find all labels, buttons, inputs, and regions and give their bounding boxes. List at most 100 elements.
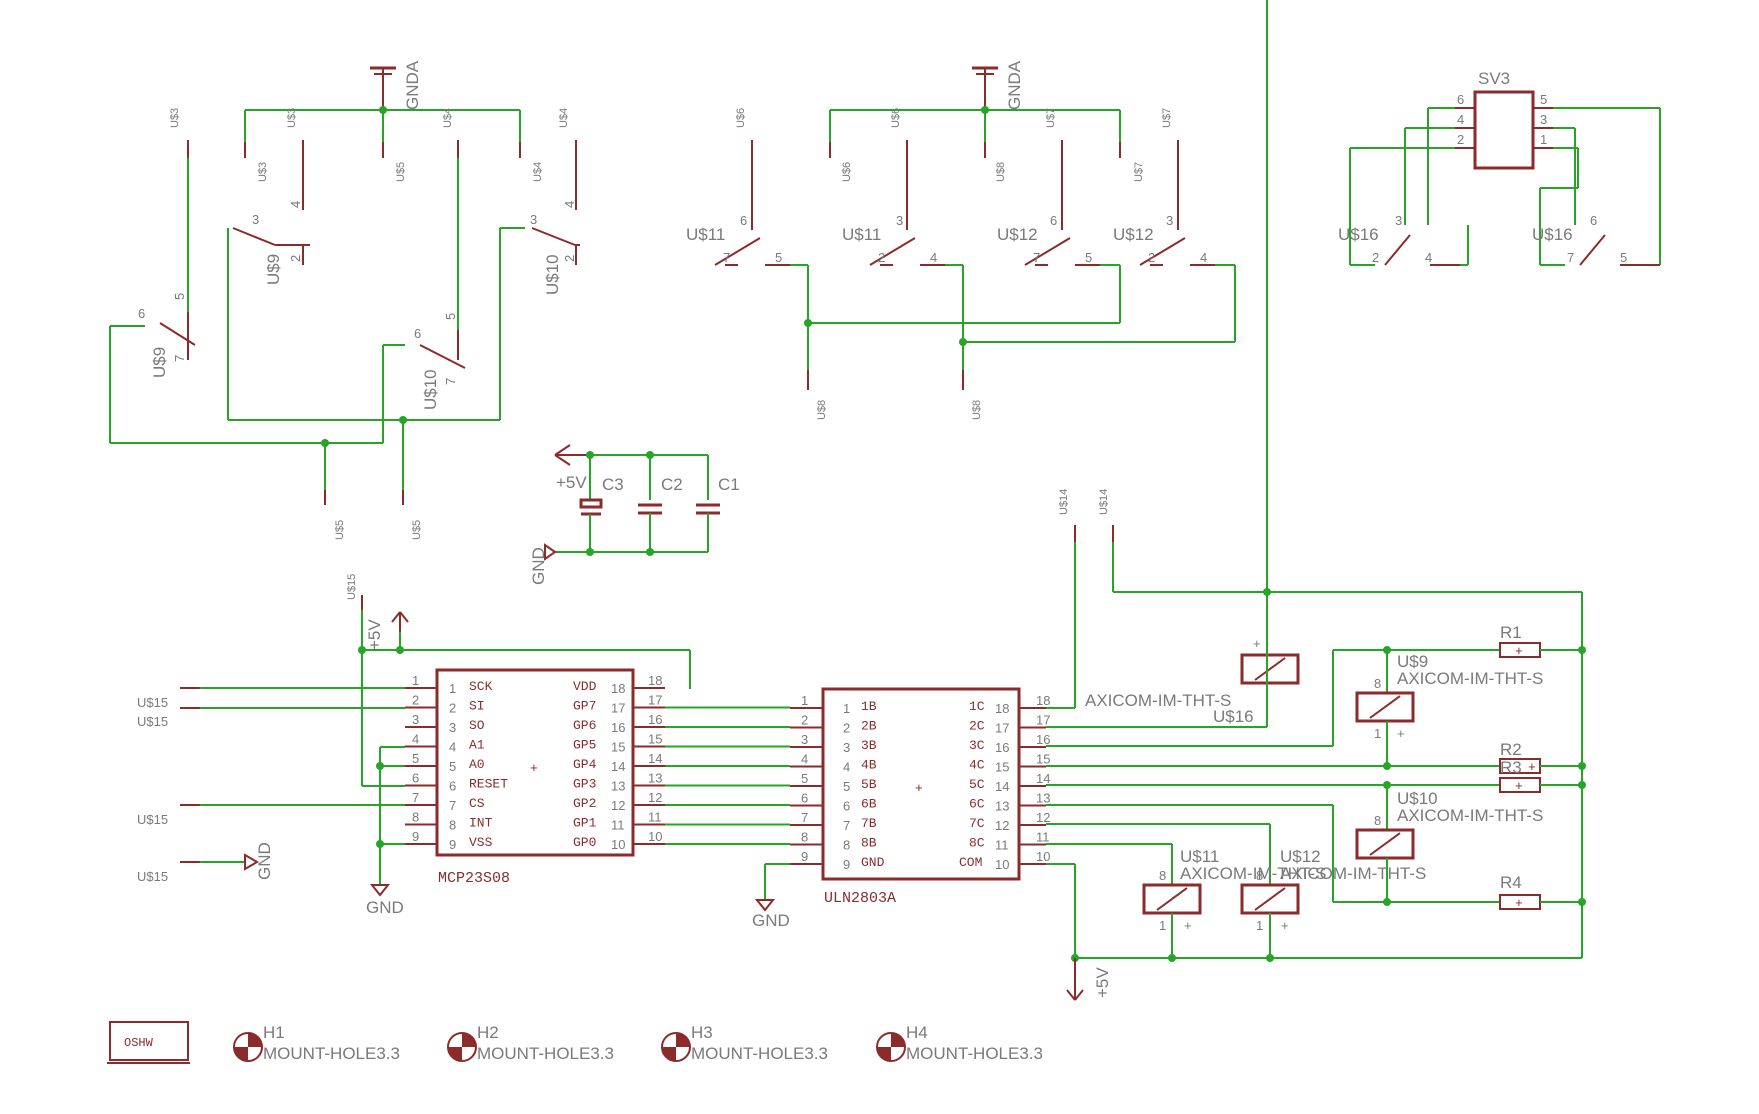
ref-u8-c: U$8 <box>971 400 983 420</box>
u10-relay-label: U$10 <box>1397 789 1438 808</box>
mount-hole-name-3: H3 <box>691 1023 713 1042</box>
relay-type-u16: AXICOM-IM-THT-S <box>1085 691 1231 710</box>
mcp-pin-name-vdd: VDD <box>573 679 597 694</box>
uln-pin-name-6c: 6C <box>969 797 985 812</box>
mcp-name: MCP23S08 <box>438 870 510 887</box>
mcp-pin-num-r10: 10 <box>648 829 662 844</box>
oshw-label: OSHW <box>124 1036 154 1050</box>
uln-pin-numin-r16: 16 <box>995 740 1009 755</box>
svg-text:8: 8 <box>1256 868 1263 883</box>
mcp-pin-numin-l1: 1 <box>449 681 456 696</box>
uln-pin-num-r16: 16 <box>1036 732 1050 747</box>
svg-text:2: 2 <box>1457 132 1464 147</box>
switch-u11-b: 3 2 4 U$11 <box>842 213 945 266</box>
mcp-pin-num-l2: 2 <box>412 693 419 708</box>
uln-pin-num-r11: 11 <box>1036 830 1050 845</box>
u14-label-a: U$14 <box>1058 489 1070 515</box>
uln-pin-numin-r14: 14 <box>995 779 1009 794</box>
mcp-pin-numin-l8: 8 <box>449 818 456 833</box>
relay-type-u9: AXICOM-IM-THT-S <box>1397 669 1543 688</box>
uln-pin-num-l5: 5 <box>801 771 808 786</box>
mcp-pin-name-gp5: GP5 <box>573 738 596 753</box>
mcp23s08-chip: MCP23S08 + <box>435 668 635 887</box>
svg-text:+: + <box>530 761 538 776</box>
switch-block-middle: GNDA U$6 U$6 U$7 U$7 U$6 U$8 U$7 6 7 5 U… <box>686 60 1236 420</box>
ref-u7-c: U$7 <box>1133 162 1145 182</box>
uln2803a-chip: ULN2803A + <box>821 687 1021 907</box>
svg-text:1: 1 <box>1256 918 1263 933</box>
mcp-pin-name-int: INT <box>469 816 493 831</box>
u9-label-upper: U$9 <box>264 254 283 285</box>
mcp-pin-name-vss: VSS <box>469 835 493 850</box>
u15-label-3: U$15 <box>137 812 168 827</box>
mcp-pin-name-reset: RESET <box>469 777 508 792</box>
relay-type-u12: AXICOM-IM-THT-S <box>1280 864 1426 883</box>
mcp-pin-num-r14: 14 <box>648 751 662 766</box>
u10-label-upper: U$10 <box>543 254 562 295</box>
uln-pin-name-7c: 7C <box>969 816 985 831</box>
mcp-pin-name-gp3: GP3 <box>573 777 596 792</box>
ref-u4-a: U$4 <box>442 108 454 128</box>
mcp-pin-num-r15: 15 <box>648 732 662 747</box>
mount-hole-q2-2 <box>448 1047 462 1061</box>
mcp-pin-name-sck: SCK <box>469 679 493 694</box>
uln-wiring: GND <box>752 863 790 930</box>
uln-pin-name-2c: 2C <box>969 719 985 734</box>
svg-text:4: 4 <box>288 201 303 208</box>
uln-pin-numin-l2: 2 <box>843 721 850 736</box>
svg-text:6: 6 <box>740 213 747 228</box>
ref-u5-b: U$5 <box>334 520 346 540</box>
mcp-pin-numin-l7: 7 <box>449 798 456 813</box>
uln-pin-name-7b: 7B <box>861 816 877 831</box>
uln-pin-numin-r15: 15 <box>995 760 1009 775</box>
svg-text:2: 2 <box>878 250 885 265</box>
u16-label-a: U$16 <box>1338 225 1379 244</box>
mount-hole-value-2: MOUNT-HOLE3.3 <box>477 1044 614 1063</box>
mcp-pin-numin-r16: 16 <box>611 720 625 735</box>
uln-pin-numin-l7: 7 <box>843 818 850 833</box>
mount-hole-name-1: H1 <box>263 1023 285 1042</box>
svg-text:4: 4 <box>930 250 937 265</box>
mcp-pin-name-gp1: GP1 <box>573 816 597 831</box>
mcp-pin-name-si: SI <box>469 699 485 714</box>
mount-hole-q1-1 <box>248 1033 262 1047</box>
svg-text:8: 8 <box>1374 676 1381 691</box>
svg-text:5: 5 <box>172 293 187 300</box>
uln-pin-num-r12: 12 <box>1036 810 1050 825</box>
uln-name: ULN2803A <box>824 890 896 907</box>
uln-pin-name-5b: 5B <box>861 777 877 792</box>
svg-text:1: 1 <box>1374 726 1381 741</box>
gnda-label-2: GNDA <box>1005 60 1024 110</box>
svg-text:3: 3 <box>530 212 537 227</box>
svg-text:7: 7 <box>1567 250 1574 265</box>
oshw-logo: OSHW <box>107 1021 190 1064</box>
svg-text:6: 6 <box>1050 213 1057 228</box>
u12-label-a: U$12 <box>997 225 1038 244</box>
uln-pin-numin-l9: 9 <box>843 857 850 872</box>
sv3-header-block: SV3 6 4 2 5 3 1 3 2 4 U$16 <box>1338 69 1661 266</box>
mount-hole-q1-2 <box>462 1033 476 1047</box>
svg-text:1: 1 <box>1159 918 1166 933</box>
uln-pin-num-l6: 6 <box>801 791 808 806</box>
uln-pin-name-1c: 1C <box>969 699 985 714</box>
uln-pin-numin-l6: 6 <box>843 799 850 814</box>
mcp-pin-num-r18: 18 <box>648 673 662 688</box>
gnd-label-left: GND <box>255 842 274 880</box>
uln-pin-name-2b: 2B <box>861 719 877 734</box>
mcp-pin-numin-r12: 12 <box>611 798 625 813</box>
mcp-pin-num-r12: 12 <box>648 790 662 805</box>
uln-pin-num-r17: 17 <box>1036 713 1050 728</box>
mount-hole-value-1: MOUNT-HOLE3.3 <box>263 1044 400 1063</box>
svg-text:+: + <box>1515 644 1523 659</box>
mcp-pin-num-l6: 6 <box>412 771 419 786</box>
ref-u3-b: U$3 <box>286 108 298 128</box>
svg-text:1: 1 <box>1540 132 1547 147</box>
mount-hole-q2-1 <box>234 1047 248 1061</box>
r3-label: R3 <box>1500 758 1522 777</box>
mount-hole-q2-4 <box>877 1047 891 1061</box>
svg-text:7: 7 <box>1033 250 1040 265</box>
mount-hole-name-4: H4 <box>906 1023 928 1042</box>
uln-pin-numin-l4: 4 <box>843 760 850 775</box>
